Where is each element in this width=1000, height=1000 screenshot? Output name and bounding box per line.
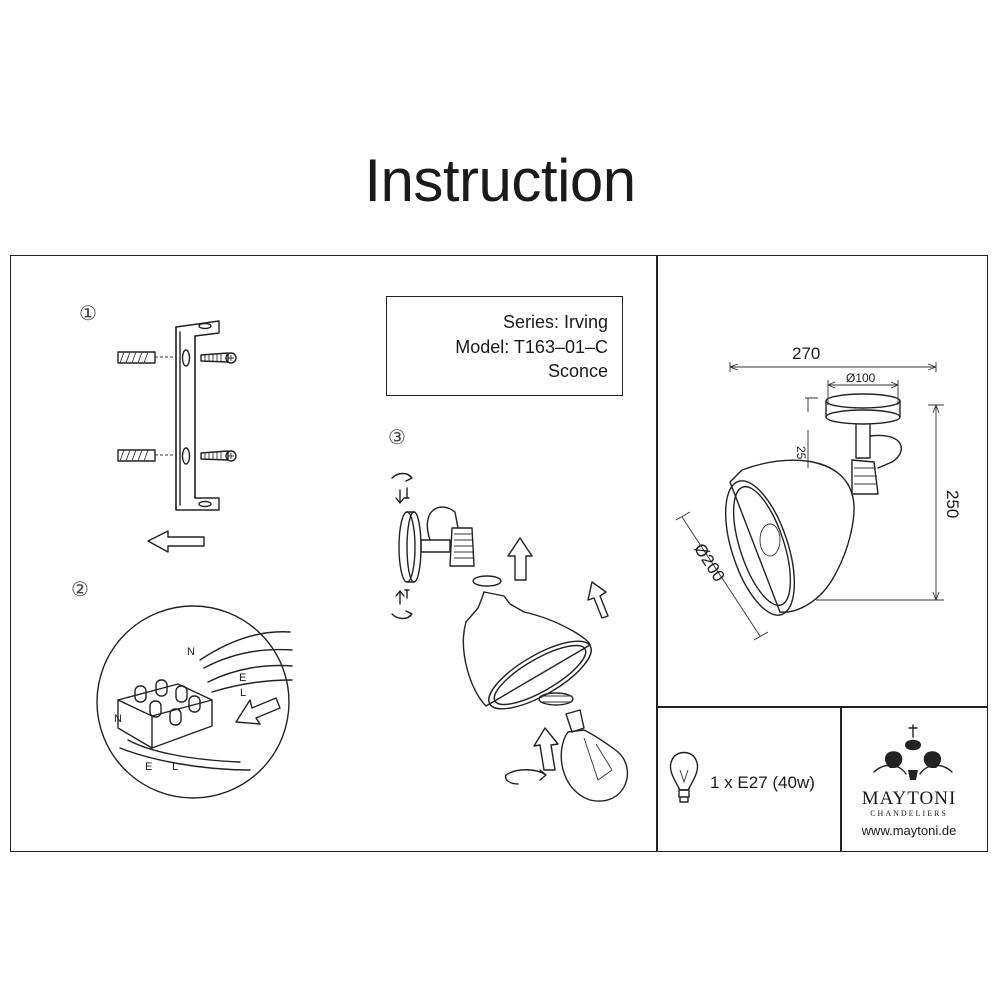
series-label: Series: Irving: [502, 312, 608, 332]
arrow-up-bulb-icon: [533, 727, 559, 771]
wire-label-l-bottom: L: [172, 761, 179, 773]
divider-vertical-footer: [840, 706, 842, 852]
wall-anchor-bottom: [117, 449, 156, 462]
step-number-1: ①: [79, 303, 97, 325]
brand-tagline: CHANDELIERS: [870, 809, 948, 818]
arrow-left-icon: [147, 530, 205, 553]
socket-ring: [472, 575, 502, 587]
lamp-socket: [449, 527, 475, 567]
sconce-base-plate: [825, 393, 901, 425]
rotate-top-icon: [391, 472, 413, 482]
dim-shade-diameter-line: [675, 511, 769, 641]
sconce-socket: [851, 459, 879, 495]
wire-label-e-bottom: E: [145, 761, 153, 773]
screw-bottom: [200, 450, 237, 462]
bulb-spec-text: 1 x E27 (40w): [710, 773, 815, 792]
model-label: Model: T163–01–C: [455, 337, 608, 357]
brand-url[interactable]: www.maytoni.de: [861, 823, 957, 838]
wire-label-e-top: E: [239, 672, 247, 684]
wire-label-n-top: N: [187, 646, 195, 658]
screw-top: [200, 352, 237, 364]
brand-name: MAYTONI: [861, 788, 957, 809]
dim-height-line: [816, 404, 944, 601]
wiring-detail-circle: [96, 605, 290, 799]
product-info-box: Series: Irving Model: T163–01–C Sconce: [386, 296, 623, 396]
screw-down-icon: [395, 489, 405, 504]
sconce-arm: [855, 423, 902, 469]
rotate-bottom-icon: [391, 610, 413, 620]
dim-width-value: 270: [792, 344, 821, 363]
arrow-insert-icon: [235, 697, 281, 725]
screw-up-icon: [395, 590, 405, 605]
mounting-bracket: [175, 320, 220, 511]
dim-width-line: [729, 362, 937, 372]
divider-horizontal-right: [656, 706, 988, 708]
sconce-shade: [724, 459, 855, 616]
type-label: Sconce: [547, 361, 608, 381]
arrow-up-icon: [507, 537, 533, 581]
instruction-frame: [10, 255, 988, 852]
rotate-icon: [504, 769, 547, 785]
swing-arm: [420, 506, 459, 553]
wire-label-l-top: L: [240, 687, 247, 699]
wire-label-n-bottom: N: [114, 713, 122, 725]
step-number-2: ②: [71, 579, 89, 601]
arrow-up-right-icon: [587, 581, 609, 619]
divider-vertical-main: [656, 255, 658, 852]
supply-wires: [119, 631, 293, 771]
terminal-block: [117, 679, 213, 749]
lamp-shade-exploded: [462, 591, 592, 710]
dim-base-diameter-line: [827, 380, 899, 405]
step-number-3: ③: [388, 427, 406, 449]
wall-anchor-top: [117, 351, 156, 364]
dim-base-diameter-value: Ø100: [846, 371, 876, 385]
page-title: Instruction: [364, 147, 636, 214]
shade-ring: [538, 692, 574, 706]
edison-bulb: [560, 709, 628, 802]
